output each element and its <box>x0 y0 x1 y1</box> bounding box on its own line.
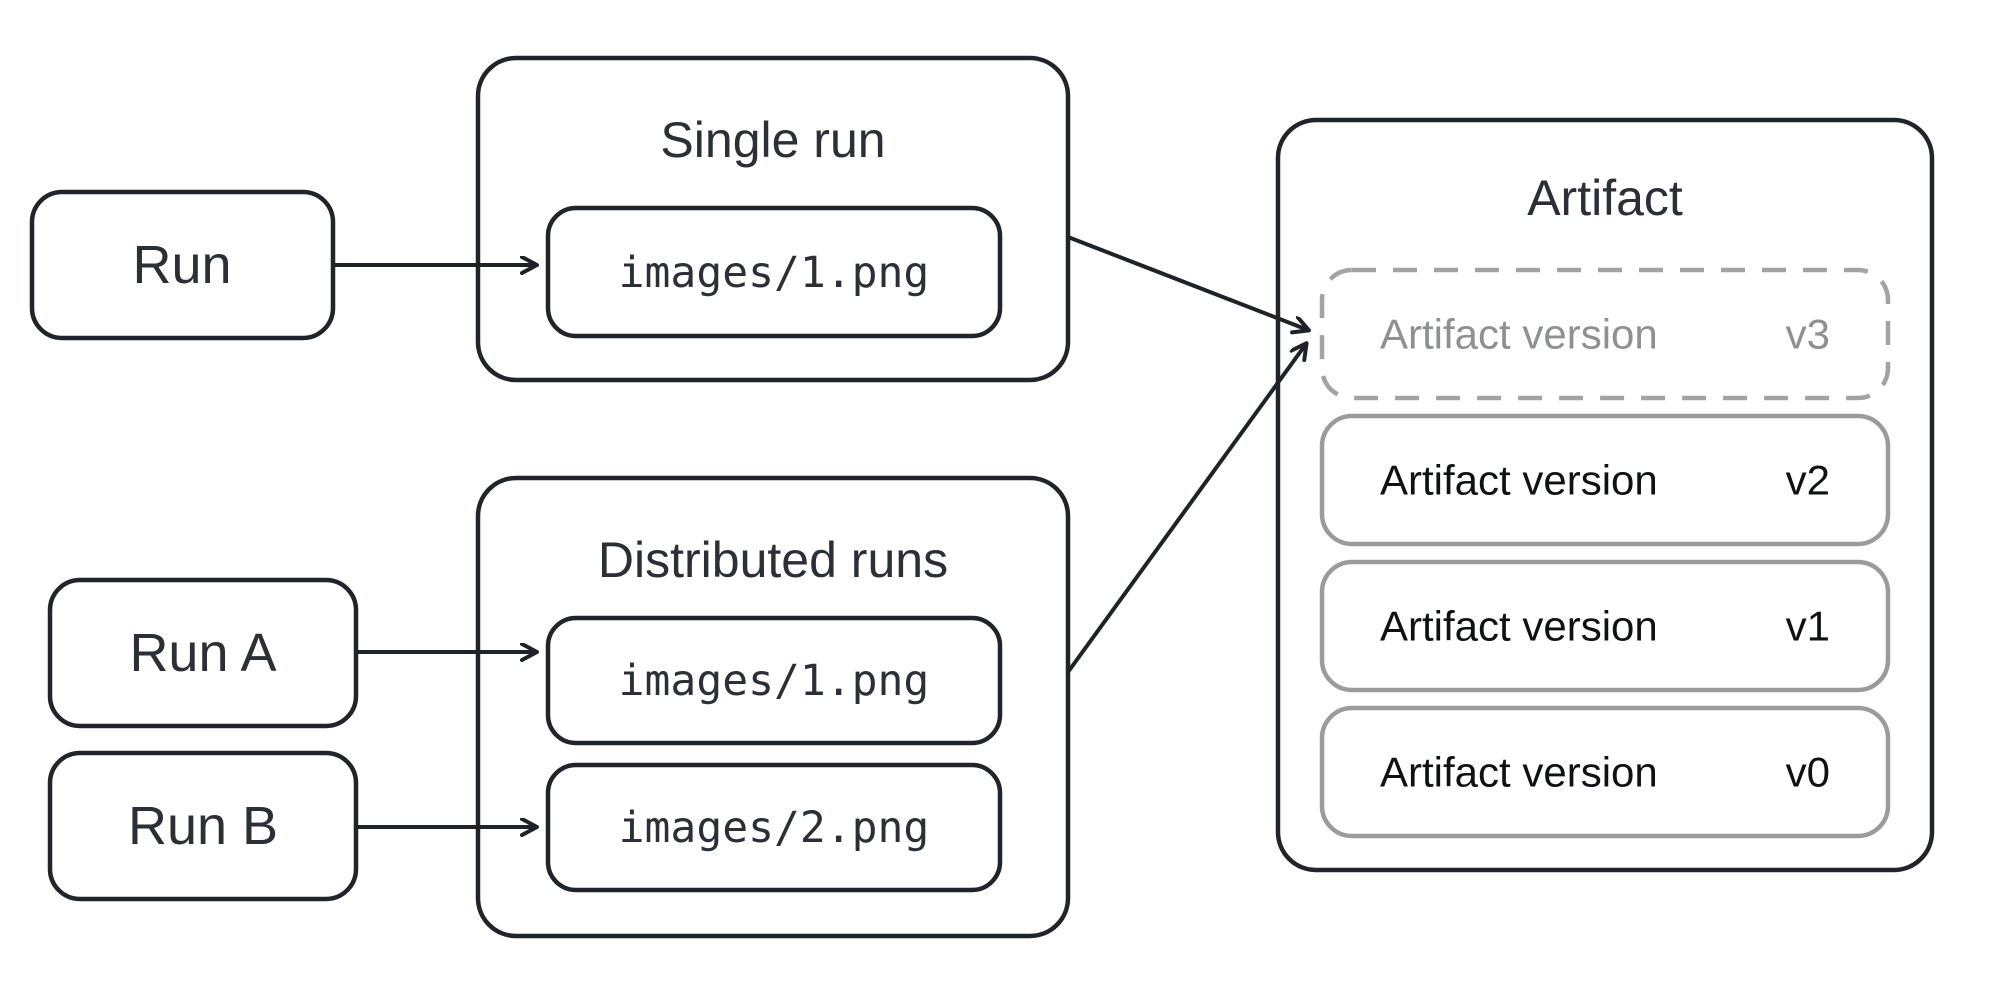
distributed-file-1-label: images/1.png <box>619 656 930 706</box>
artifact-version-v2-box <box>1319 413 1891 547</box>
artifact-version-v1-tag: v1 <box>1786 603 1830 650</box>
artifact-version-v1-box <box>1319 559 1891 693</box>
single-run-file-box <box>545 205 1003 339</box>
artifact-version-row-v3: Artifact version v3 <box>1319 267 1891 401</box>
distributed-file-1-box <box>545 615 1003 746</box>
run-node-label: Run <box>132 235 231 295</box>
artifact-version-row-v0: Artifact version v0 <box>1319 705 1891 839</box>
single-run-file-label: images/1.png <box>619 248 930 298</box>
run-b-node-label: Run B <box>128 796 278 856</box>
run-b-node: Run B <box>47 750 359 902</box>
artifact-version-v1-label: Artifact version <box>1380 603 1658 650</box>
arrow-distributed-to-v3 <box>1066 344 1306 674</box>
distributed-runs-group: Distributed runs images/1.png images/2.p… <box>475 475 1071 939</box>
artifact-version-row-v1: Artifact version v1 <box>1319 559 1891 693</box>
artifact-version-row-v2: Artifact version v2 <box>1319 413 1891 547</box>
artifact-version-v0-box <box>1319 705 1891 839</box>
arrow-single-run-to-v3 <box>1067 235 1308 330</box>
artifact-version-v2-label: Artifact version <box>1380 457 1658 504</box>
single-run-group-title: Single run <box>660 112 885 168</box>
run-a-node-label: Run A <box>129 623 276 683</box>
artifact-version-v3-label: Artifact version <box>1380 311 1658 358</box>
run-a-node: Run A <box>47 577 359 729</box>
artifact-version-v2-tag: v2 <box>1786 457 1830 504</box>
run-node: Run <box>29 189 336 341</box>
artifact-group-title: Artifact <box>1527 170 1683 226</box>
artifact-version-v3-tag: v3 <box>1786 311 1830 358</box>
artifact-version-v3-box <box>1319 267 1891 401</box>
distributed-file-2-label: images/2.png <box>619 803 930 853</box>
distributed-file-2-box <box>545 762 1003 893</box>
artifact-version-v0-tag: v0 <box>1786 749 1830 796</box>
distributed-runs-group-title: Distributed runs <box>598 532 948 588</box>
single-run-group: Single run images/1.png <box>475 55 1071 383</box>
artifact-group: Artifact Artifact version v3 Artifact ve… <box>1275 117 1935 873</box>
artifact-version-v0-label: Artifact version <box>1380 749 1658 796</box>
